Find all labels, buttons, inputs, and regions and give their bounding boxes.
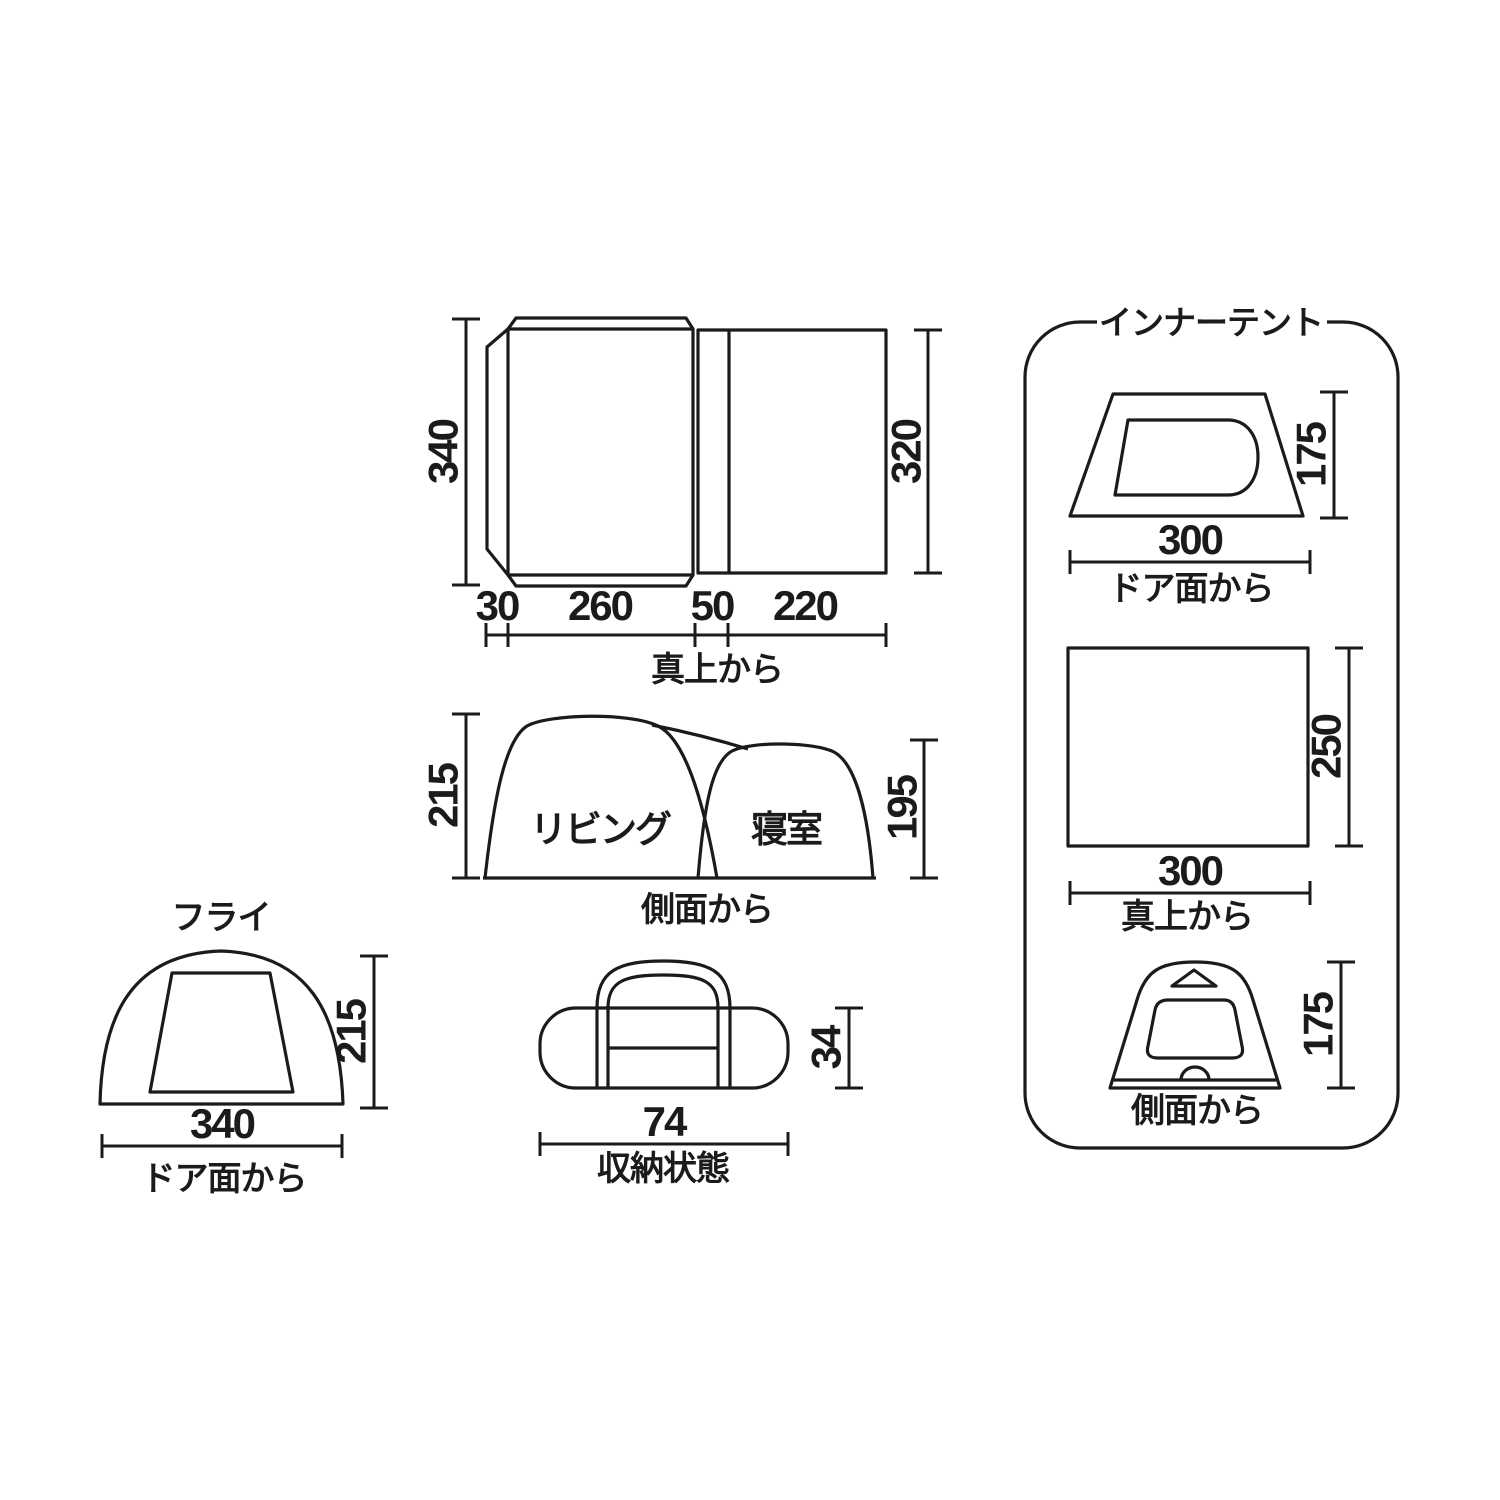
living-room-label: リビング [530, 809, 672, 850]
inner-door-view-caption: ドア面から [1109, 570, 1274, 608]
dim-label-inner-300a: 300 [1158, 516, 1223, 563]
inner-tent-title-gap [1097, 306, 1327, 337]
inner-door-opening [1113, 418, 1260, 497]
dimension-inner-side-height-175: 175 [1295, 960, 1355, 1090]
fly-caption: ドア面から [142, 1160, 307, 1198]
top-view-caption: 真上から [651, 651, 783, 689]
dim-label-inner-175b: 175 [1295, 991, 1342, 1057]
fly-dome-outline [98, 949, 345, 1106]
dimension-bag-width-74: 74 [538, 1098, 790, 1156]
dimension-height-215: 215 [420, 712, 480, 880]
dim-label-260: 260 [568, 582, 633, 629]
inner-tent-side-view: 175 側面から [1108, 960, 1355, 1130]
dimension-inner-depth-250: 250 [1303, 646, 1363, 848]
side-view: 215 リビング 寝室 195 側面から [420, 712, 938, 929]
carry-bag-handle-inner [606, 973, 720, 1009]
side-view-fly-connector-line [651, 723, 749, 751]
dim-label-215: 215 [420, 762, 467, 828]
dimension-widths: 30 260 50 220 [476, 582, 888, 647]
dim-label-bag-74: 74 [643, 1098, 688, 1145]
dim-label-inner-250: 250 [1303, 714, 1350, 779]
inner-side-base-bump [1179, 1065, 1211, 1081]
packed-view-caption: 収納状態 [597, 1150, 730, 1188]
dimension-fly-width-340: 340 [100, 1100, 344, 1158]
inner-top-view-caption: 真上から [1121, 898, 1253, 936]
carry-bag-handle-outer [595, 959, 732, 1009]
dimension-inner-door-width-300: 300 [1068, 516, 1312, 574]
inner-side-view-caption: 側面から [1130, 1092, 1263, 1130]
dim-label-195: 195 [879, 774, 926, 840]
side-view-living-dome [483, 714, 719, 879]
dim-label-inner-175a: 175 [1288, 421, 1335, 487]
dim-label-fly-340: 340 [190, 1100, 255, 1147]
dimension-height-320: 320 [883, 328, 942, 575]
carry-bag-body [538, 1006, 790, 1090]
dim-label-320: 320 [883, 419, 930, 484]
fly-view: フライ 215 340 ドア面から [98, 899, 388, 1198]
top-view-bedroom-outline [696, 328, 888, 575]
side-view-bedroom-dome [696, 742, 875, 879]
inner-top-view-outline [1066, 646, 1310, 848]
inner-tent-door-view: 175 300 ドア面から [1068, 390, 1348, 608]
dim-label-fly-215: 215 [328, 998, 375, 1064]
dim-label-50: 50 [691, 582, 734, 629]
dimension-height-340: 340 [420, 317, 480, 587]
dim-label-30: 30 [476, 582, 519, 629]
dimension-bag-height-34: 34 [803, 1006, 863, 1090]
dimension-height-195: 195 [879, 738, 938, 880]
dim-label-340: 340 [420, 419, 467, 484]
top-view: 340 320 30 260 50 220 真上から [420, 316, 942, 689]
dimension-inner-width-300b: 300 [1068, 847, 1312, 905]
inner-side-view-outline [1108, 960, 1282, 1090]
inner-tent-top-view: 250 300 真上から [1066, 646, 1363, 936]
fly-door-outline [148, 971, 295, 1094]
side-view-caption: 側面から [640, 891, 773, 929]
inner-tent-panel: インナーテント 175 300 ドア面から [1023, 304, 1400, 1150]
dimension-inner-door-height-175: 175 [1288, 390, 1348, 520]
inner-door-view-outline [1068, 392, 1305, 518]
dimension-fly-height-215: 215 [328, 954, 388, 1110]
bedroom-label: 寝室 [751, 809, 822, 850]
top-view-bottom-lip [506, 574, 695, 588]
dim-label-bag-34: 34 [803, 1024, 850, 1069]
inner-side-door-outline [1145, 998, 1245, 1060]
dim-label-220: 220 [773, 582, 838, 629]
top-view-top-lip [506, 316, 695, 330]
dim-label-inner-300b: 300 [1158, 847, 1223, 894]
inner-side-vent-triangle [1170, 968, 1218, 988]
fly-title: フライ [172, 899, 271, 937]
inner-tent-title: インナーテント [1099, 304, 1323, 341]
packed-view: 34 74 収納状態 [538, 959, 863, 1188]
